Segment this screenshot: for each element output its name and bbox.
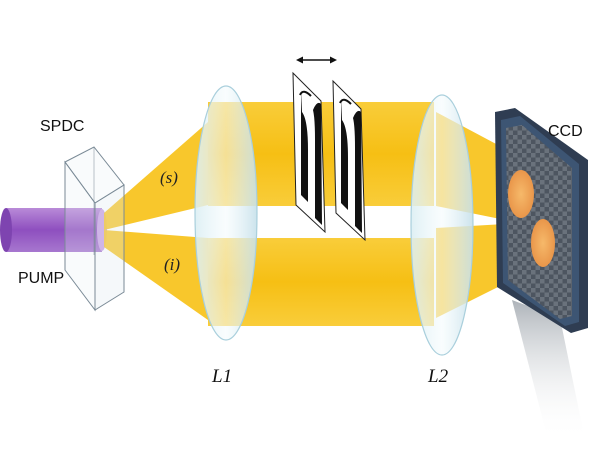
lens-l1	[194, 85, 258, 341]
signal-beam-diverging	[104, 122, 208, 230]
spdc-crystal	[64, 146, 125, 312]
double-headed-arrow-icon	[296, 56, 337, 64]
idler-spot	[531, 219, 555, 267]
idler-label: (i)	[164, 255, 180, 274]
ccd-label: CCD	[548, 123, 583, 140]
lens-l2-label: L2	[427, 366, 449, 387]
idler-beam-diverging	[104, 230, 208, 320]
lens-l2	[410, 94, 474, 356]
ccd-shadow	[512, 300, 585, 440]
slit-mask-1	[292, 71, 326, 234]
spdc-label: SPDC	[40, 118, 84, 135]
slit-mask-2	[332, 79, 366, 242]
signal-label: (s)	[160, 168, 178, 187]
lens-l1-label: L1	[211, 366, 232, 387]
pump-label: PUMP	[18, 270, 64, 287]
signal-spot	[508, 170, 534, 218]
